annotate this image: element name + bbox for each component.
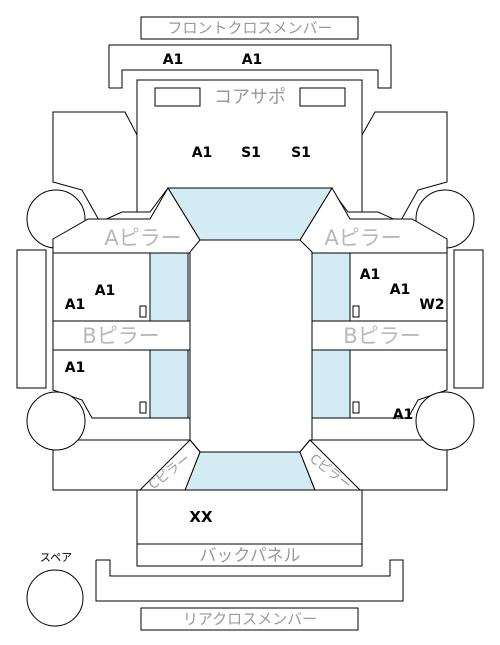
door-handle-rear-left[interactable] xyxy=(139,401,147,414)
core-support-label: コアサポ xyxy=(214,87,286,108)
front-fender-left[interactable] xyxy=(52,111,138,223)
wheel-rear-right[interactable] xyxy=(415,391,475,451)
b-pillar-left[interactable] xyxy=(52,320,191,351)
front-cross-member-box[interactable] xyxy=(140,16,359,40)
b-pillar-right-label: Bピラー xyxy=(343,324,420,348)
code-trunk[interactable]: XX xyxy=(189,508,213,526)
door-handle-front-left[interactable] xyxy=(139,305,147,318)
rear-cross-member-label: リアクロスメンバー xyxy=(183,610,317,628)
front-bumper-bracket[interactable] xyxy=(108,44,392,89)
side-skirt-right[interactable] xyxy=(453,249,484,389)
code-front-right-window[interactable]: W2 xyxy=(419,297,444,313)
window-rear-left[interactable] xyxy=(149,349,189,419)
code-front-left-door-bottom[interactable]: A1 xyxy=(65,297,86,313)
door-handle-rear-right[interactable] xyxy=(352,401,360,414)
back-panel-box[interactable] xyxy=(136,543,363,567)
headlight-right[interactable] xyxy=(299,87,346,107)
rear-cross-member-box[interactable] xyxy=(140,607,359,631)
a-pillar-right-label: Aピラー xyxy=(324,226,401,250)
code-rear-left-door[interactable]: A1 xyxy=(65,360,86,376)
window-rear-right[interactable] xyxy=(311,349,351,419)
spare-label: スペア xyxy=(40,551,72,564)
side-skirt-left[interactable] xyxy=(16,249,47,389)
front-cross-member-label: フロントクロスメンバー xyxy=(167,19,332,37)
code-front-right-door-mid[interactable]: A1 xyxy=(390,282,411,298)
code-front-member-left[interactable]: A1 xyxy=(163,52,184,68)
wheel-rear-left[interactable] xyxy=(26,391,86,451)
rear-bumper-bracket[interactable] xyxy=(95,559,404,602)
roof-panel[interactable] xyxy=(189,239,313,453)
code-front-left-door-top[interactable]: A1 xyxy=(95,283,116,299)
code-front-right-door-top[interactable]: A1 xyxy=(360,267,381,283)
code-rear-right-wheel[interactable]: A1 xyxy=(393,407,414,423)
window-front-left[interactable] xyxy=(149,252,189,322)
headlight-left[interactable] xyxy=(154,87,201,107)
b-pillar-right[interactable] xyxy=(309,320,448,351)
code-hood-left[interactable]: A1 xyxy=(192,145,213,161)
code-front-member-right[interactable]: A1 xyxy=(242,52,263,68)
code-hood-right[interactable]: S1 xyxy=(291,145,311,161)
rear-window[interactable] xyxy=(184,451,316,491)
back-panel-label: バックパネル xyxy=(199,546,300,566)
door-handle-front-right[interactable] xyxy=(352,305,360,318)
trunk-panel[interactable] xyxy=(136,489,363,545)
spare-tire[interactable] xyxy=(26,569,84,627)
a-pillar-left-label: Aピラー xyxy=(104,226,181,250)
window-front-right[interactable] xyxy=(311,252,351,322)
code-hood-mid[interactable]: S1 xyxy=(241,145,261,161)
b-pillar-left-label: Bピラー xyxy=(82,324,159,348)
